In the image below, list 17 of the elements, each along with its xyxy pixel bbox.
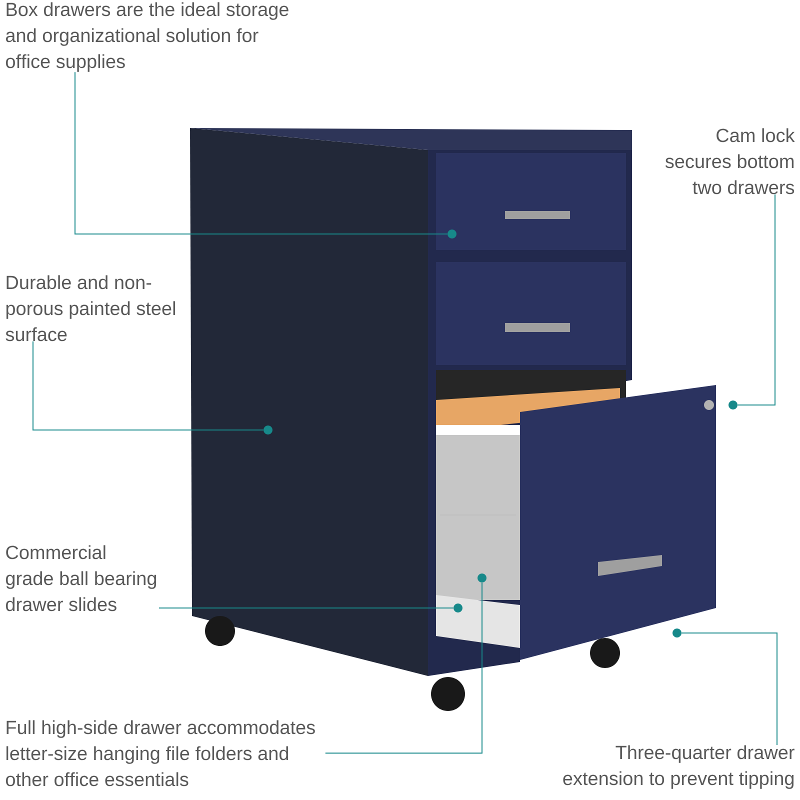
callout-text: Durable and non-porous painted steel surface [6, 275, 175, 342]
leader-line [737, 194, 776, 406]
callout-dot [264, 426, 272, 434]
callout-dot [672, 628, 682, 638]
callout-text: Cam lock secures bottom two drawers [665, 128, 795, 194]
callout-dot [454, 604, 462, 612]
leader-line [681, 632, 778, 746]
callout-dot [478, 574, 486, 582]
callout-text: Three-quarter drawer extension to prevent tipping [563, 745, 794, 789]
leader-line [32, 340, 264, 430]
callout-text: Commercial grade ball bearing drawer slides [6, 545, 156, 612]
leader-line [74, 72, 448, 234]
callout-text: Box drawers are the ideal storage and organizational solution for office supplies [6, 2, 288, 72]
callout-dot [728, 400, 738, 410]
callout-dot [448, 230, 456, 238]
callout-text: Full high-side drawer accommodates letter-size hanging file folders and other office essentials [6, 720, 315, 786]
leader-line [324, 582, 482, 754]
